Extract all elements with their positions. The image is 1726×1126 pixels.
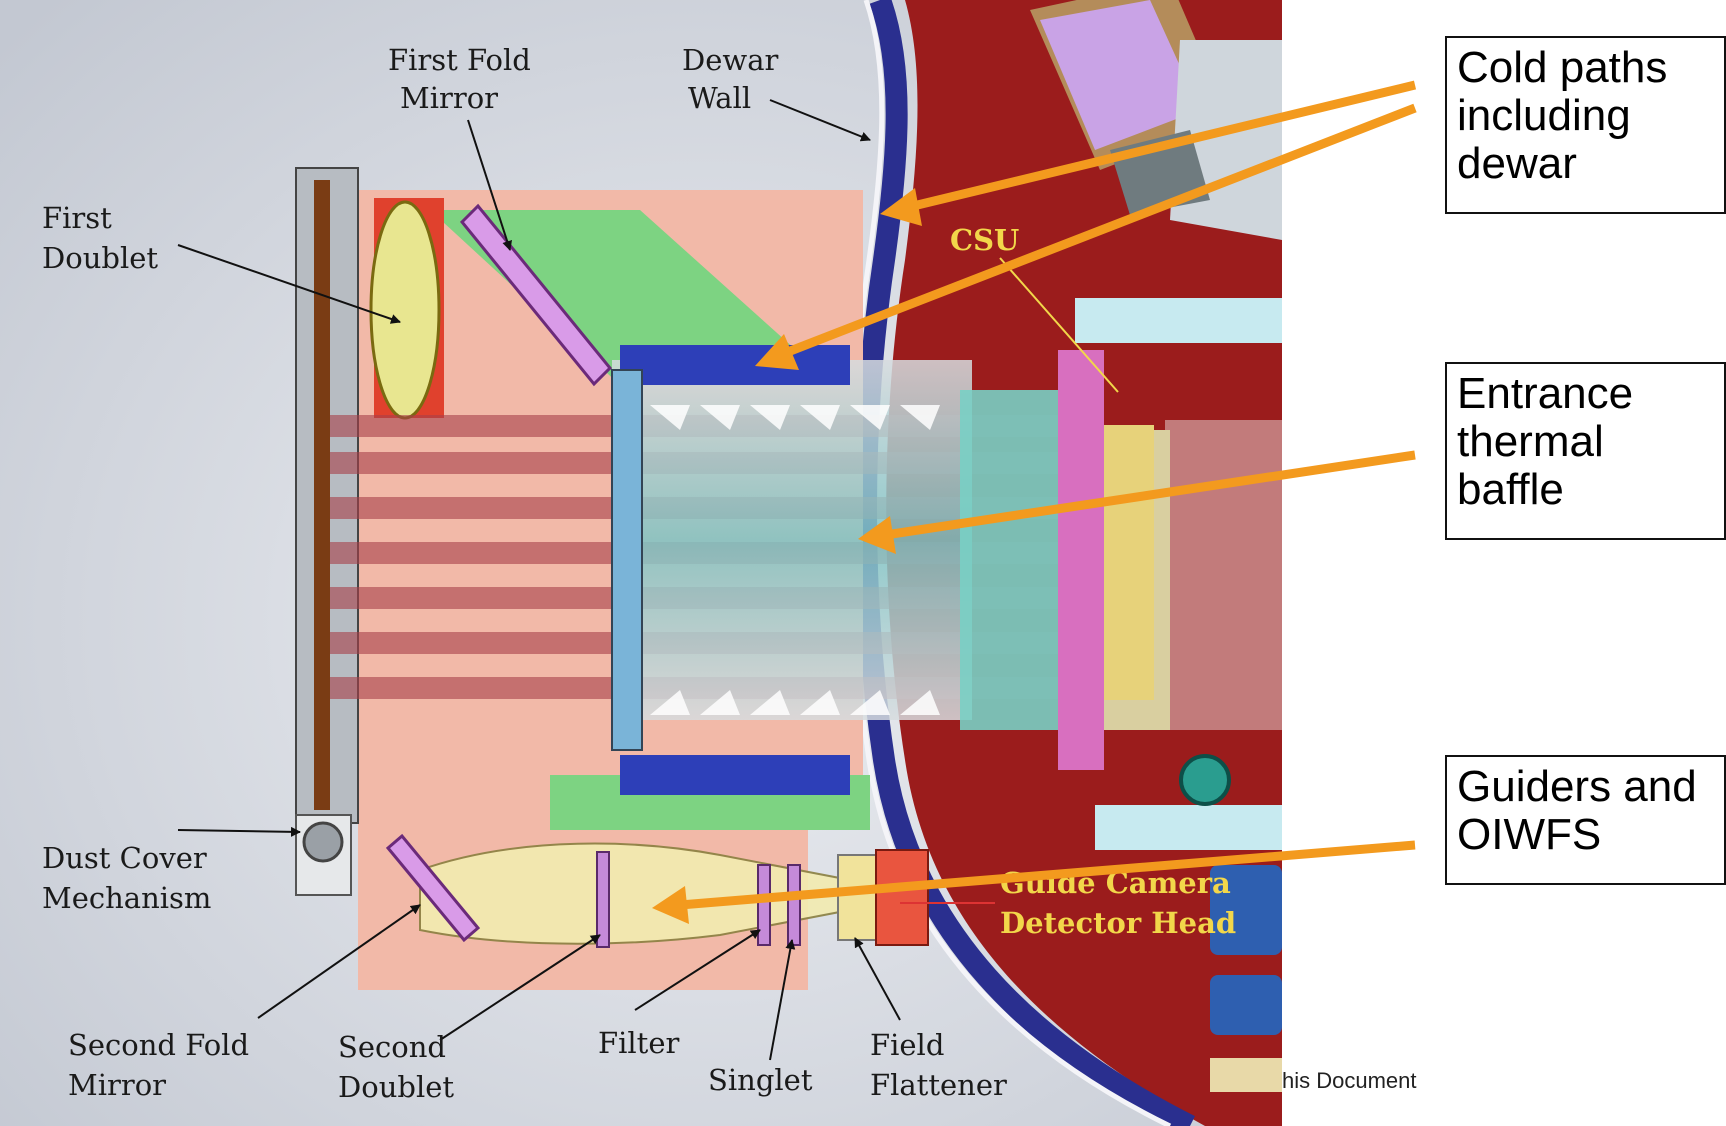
field-flattener <box>837 854 879 941</box>
callout-guiders-oiwfs: Guiders and OIWFS <box>1445 755 1726 885</box>
dewar-window-glass <box>314 180 330 810</box>
arrow-guiders <box>679 840 1416 910</box>
leader-dust-cover <box>177 826 301 837</box>
barrel-mount-top <box>620 345 850 385</box>
barrel-mount-bottom <box>620 755 850 795</box>
arrowhead-entrance-baffle <box>858 516 896 554</box>
arrowhead-guiders <box>652 886 689 924</box>
first-fold-mirror <box>459 203 613 387</box>
callout-cold-paths: Cold paths including dewar <box>1445 36 1726 214</box>
guide-camera-detector-head <box>875 849 929 946</box>
rear-lens-stack <box>960 390 1060 730</box>
leader-first-doublet <box>177 244 401 324</box>
leader-lines <box>177 99 901 1061</box>
guide-camera-box <box>1210 865 1282 955</box>
leader-second-fold-mirror <box>257 904 421 1019</box>
csu-frame-bottom <box>1095 805 1282 850</box>
leader-singlet <box>769 939 796 1061</box>
leader-first-fold-mirror <box>467 119 512 251</box>
baffle-vanes <box>650 405 940 715</box>
field-lens <box>611 369 643 751</box>
second-fold-mirror <box>385 833 481 943</box>
leader-csu <box>999 257 1119 393</box>
rotator-wheel <box>1179 754 1231 806</box>
arrow-entrance-baffle <box>884 450 1416 540</box>
csu-body <box>1165 420 1282 730</box>
singlet <box>787 864 801 946</box>
arrow-cold-paths-mount <box>778 103 1417 360</box>
orange-arrows <box>652 80 1417 924</box>
rear-mount-pink <box>1058 350 1104 770</box>
footer-cover-block <box>1210 1058 1282 1092</box>
label-csu: CSU <box>950 223 1019 257</box>
label-singlet: Singlet <box>708 1063 813 1097</box>
leader-filter <box>634 929 761 1011</box>
callout-entrance-thermal-baffle: Entrance thermal baffle <box>1445 362 1726 540</box>
arrowhead-cold-paths-dewar <box>880 188 922 226</box>
label-filter: Filter <box>598 1026 679 1060</box>
leader-second-doublet <box>439 934 601 1041</box>
leader-field-flattener <box>854 937 901 1021</box>
second-doublet <box>596 851 610 948</box>
filter <box>757 864 771 946</box>
leader-dewar-wall <box>769 99 871 142</box>
csu-frame-top <box>1075 298 1282 343</box>
arrow-cold-paths-dewar <box>903 80 1417 213</box>
green-baffle-upper <box>430 210 835 385</box>
arrowhead-cold-paths-mount <box>755 334 799 370</box>
footer-text: his Document <box>1282 1068 1417 1093</box>
guide-camera-box-2 <box>1210 975 1282 1035</box>
rear-yellow-block <box>1104 425 1154 700</box>
first-doublet-lens <box>369 200 441 420</box>
dust-cover-wheel <box>302 821 344 863</box>
